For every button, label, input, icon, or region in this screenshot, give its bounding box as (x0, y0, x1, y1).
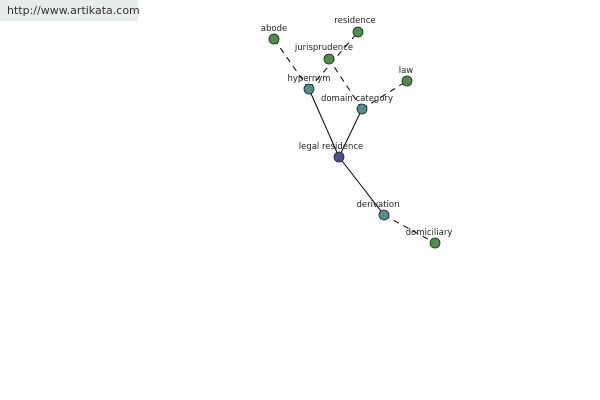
node-legal-residence[interactable] (333, 151, 345, 163)
edge-domain-category-to-jurisprudence (328, 58, 363, 110)
node-abode[interactable] (268, 33, 280, 45)
node-derivation[interactable] (378, 209, 390, 221)
edge-domain-category-to-law (361, 80, 408, 110)
node-hypernym[interactable] (303, 83, 315, 95)
edges-layer (273, 31, 436, 244)
node-label-domain-category: domain category (321, 94, 393, 104)
node-label-legal-residence: legal residence (299, 142, 364, 152)
node-law[interactable] (401, 75, 413, 87)
node-residence[interactable] (352, 26, 364, 38)
edge-legal-residence-to-hypernym (308, 88, 340, 158)
node-jurisprudence[interactable] (323, 53, 335, 65)
node-label-abode: abode (261, 24, 287, 34)
node-label-hypernym: hypernym (287, 74, 330, 84)
edge-derivation-to-domiciliary (383, 214, 436, 244)
node-label-law: law (399, 66, 414, 76)
node-label-residence: residence (334, 16, 375, 26)
node-domiciliary[interactable] (429, 237, 441, 249)
labels-layer: legal residence hypernym domain category de… (261, 16, 453, 238)
node-domain-category[interactable] (356, 103, 368, 115)
node-label-derivation: derivation (356, 200, 399, 210)
edge-legal-residence-to-domain-category (338, 108, 363, 158)
node-label-domiciliary: domiciliary (406, 228, 453, 238)
node-label-jurisprudence: jurisprudence (294, 43, 353, 53)
edge-legal-residence-to-derivation (338, 156, 385, 216)
watermark-link[interactable]: http://www.artikata.com (0, 0, 140, 21)
nodes-layer (268, 26, 441, 249)
